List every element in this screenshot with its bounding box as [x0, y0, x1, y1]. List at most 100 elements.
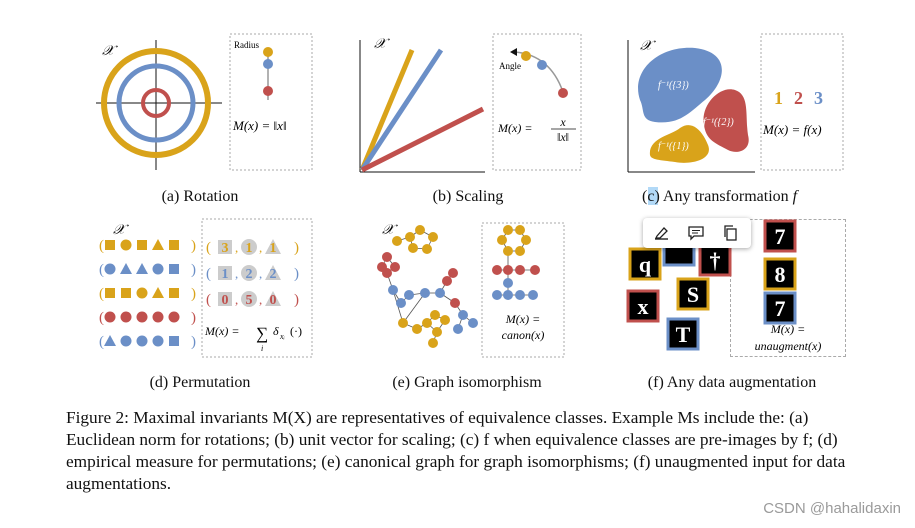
- canon-node: [497, 235, 507, 245]
- graph-node: [382, 252, 392, 262]
- digit-glyph: 7: [775, 224, 786, 249]
- panel-a-formula: M(x) = ‖x‖: [232, 118, 287, 133]
- blob-label-1: f⁻¹({1}): [658, 141, 689, 152]
- digit-image: [763, 291, 797, 325]
- graph-node: [468, 318, 478, 328]
- graph-node: [415, 225, 425, 235]
- selection-toolbar: [643, 218, 751, 248]
- blob-label-2: f⁻¹({2}): [703, 117, 734, 128]
- panel-b-formula-num: x: [559, 115, 566, 129]
- digit-glyph: S: [687, 282, 699, 307]
- panel-e-caption: (e) Graph isomorphism: [392, 374, 542, 391]
- watermark: CSDN @hahalidaxin: [763, 500, 901, 517]
- triangle-shape: [136, 263, 148, 274]
- circle-shape: [120, 239, 132, 251]
- digit-glyph: 8: [775, 262, 786, 287]
- graph-node: [398, 318, 408, 328]
- text-selection-highlight: [648, 187, 658, 205]
- svg-text:(: (: [206, 292, 211, 308]
- panel-d-x-label: 𝒳: [113, 223, 129, 238]
- caption-c-f: f: [792, 188, 798, 205]
- paren-close: ): [191, 286, 196, 302]
- canon-node: [528, 290, 538, 300]
- digit-image: [666, 317, 700, 351]
- digit-glyph: q: [639, 252, 652, 277]
- triangle-shape: [152, 239, 164, 250]
- count-value: 0: [270, 293, 277, 308]
- angle-label: Angle: [499, 61, 521, 71]
- caption-c-selected[interactable]: c: [647, 188, 655, 205]
- paren-close: ): [191, 334, 196, 350]
- canon-node: [521, 235, 531, 245]
- digit-image: [698, 243, 732, 277]
- graph-node: [404, 290, 414, 300]
- panel-d-sum-sub: i: [261, 344, 263, 353]
- canon-node: [492, 290, 502, 300]
- panel-b-formula-lhs: M(x) =: [497, 121, 532, 135]
- count-value: 1: [270, 241, 277, 256]
- panel-f-formula-l1: M(x) =: [770, 322, 805, 336]
- num-3: 3: [814, 88, 823, 108]
- graph-node: [428, 232, 438, 242]
- panel-e-formula-l1: M(x) =: [505, 312, 540, 326]
- panel-a-caption: (a) Rotation: [161, 188, 239, 205]
- square-shape: [105, 288, 115, 298]
- caption-c-open: (: [642, 188, 648, 205]
- triangle-shape: [104, 335, 116, 346]
- digit-image: [676, 277, 710, 311]
- square-shape: [169, 336, 179, 346]
- paren-open: (: [99, 286, 104, 302]
- digit-image: [628, 247, 662, 281]
- canon-node: [515, 246, 525, 256]
- circle-shape: [168, 311, 180, 323]
- canon-node: [503, 278, 513, 288]
- digit-image: [763, 257, 797, 291]
- graph-node: [428, 338, 438, 348]
- digit-glyph: x: [638, 294, 649, 319]
- comment-button[interactable]: [685, 222, 707, 244]
- panel-c-x-label: 𝒳: [640, 39, 656, 54]
- circle-shape: [152, 263, 164, 275]
- svg-text:): ): [294, 240, 299, 256]
- blob-label-3: f⁻¹({3}): [658, 80, 689, 91]
- panel-e-figure: 𝒳 M(x) = canon(x): [377, 222, 565, 358]
- svg-text:(: (: [206, 240, 211, 256]
- graph-node: [408, 243, 418, 253]
- graph-node: [420, 288, 430, 298]
- canon-node: [515, 265, 525, 275]
- paren-open: (: [99, 238, 104, 254]
- highlight-button[interactable]: [651, 222, 673, 244]
- graph-node: [432, 327, 442, 337]
- digit-glyph: T: [676, 322, 691, 347]
- panel-f-formula-l2: unaugment(x): [755, 339, 822, 353]
- graph-node: [430, 310, 440, 320]
- graph-node: [396, 298, 406, 308]
- count-value: 1: [222, 267, 229, 282]
- graph-node: [388, 285, 398, 295]
- square-shape: [169, 288, 179, 298]
- triangle-shape: [120, 263, 132, 274]
- count-value: 0: [222, 293, 229, 308]
- panel-c-formula: M(x) = f(x): [762, 122, 822, 137]
- canon-node: [503, 225, 513, 235]
- canon-node: [503, 290, 513, 300]
- graph-node: [450, 298, 460, 308]
- panel-c-figure: f⁻¹({3}) f⁻¹({2}) f⁻¹({1}) 𝒳 1 2 3 M(x) …: [627, 33, 844, 173]
- graph-node: [390, 262, 400, 272]
- square-shape: [137, 240, 147, 250]
- square-shape: [121, 288, 131, 298]
- comment-icon: [688, 226, 704, 241]
- panel-d-formula-lhs: M(x) =: [204, 324, 239, 338]
- paren-open: (: [99, 262, 104, 278]
- paren-close: ): [191, 262, 196, 278]
- svg-text:,: ,: [259, 292, 262, 307]
- count-value: 2: [246, 267, 253, 282]
- num-2: 2: [794, 88, 803, 108]
- triangle-shape: [152, 287, 164, 298]
- digit-image: [626, 289, 660, 323]
- panel-d-sum: ∑: [256, 324, 268, 343]
- panel-d-figure: 𝒳 ()()()()() (3,1,1)(1,2,2)(0,5,0) M(x) …: [99, 218, 313, 358]
- copy-button[interactable]: [719, 222, 741, 244]
- graph-node: [435, 288, 445, 298]
- panel-c-caption: (c) Any transformation f: [642, 188, 832, 206]
